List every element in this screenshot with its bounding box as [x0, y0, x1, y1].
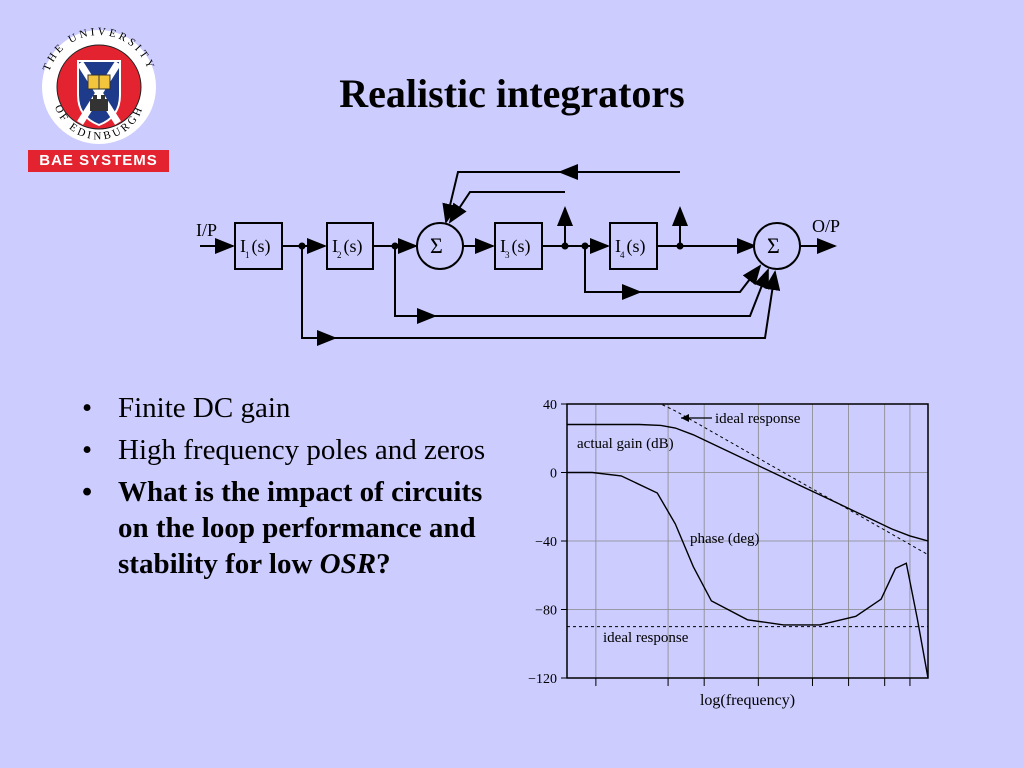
block-1-label: I1(s)	[240, 236, 271, 260]
integrator-block-2	[326, 222, 374, 270]
summing-junction-1	[416, 222, 464, 270]
bullet-item: Finite DC gain	[80, 390, 510, 426]
annotation-ideal-top: ideal response	[715, 411, 801, 427]
y-tick-label: −80	[535, 604, 557, 619]
integrator-block-4	[609, 222, 658, 270]
series-line-1	[655, 404, 928, 556]
block-4-label: I4(s)	[615, 236, 646, 260]
bullet-item: High frequency poles and zeros	[80, 432, 510, 468]
integrator-block-1	[234, 222, 283, 270]
page-title: Realistic integrators	[339, 71, 685, 116]
summing-junction-2	[753, 222, 801, 270]
x-axis-label: log(frequency)	[700, 692, 795, 709]
y-tick-label: −40	[535, 535, 557, 550]
annotation-phase: phase (deg)	[690, 531, 760, 547]
series-line-0	[567, 423, 928, 542]
integrator-block-3	[494, 222, 543, 270]
block-2-label: I2(s)	[332, 236, 363, 260]
sum-symbol-1: Σ	[430, 233, 443, 258]
integrator-block-diagram: I/P O/P I1(s) I2(s) I3(s) I4(s) Σ Σ	[196, 164, 840, 346]
bullet-list: Finite DC gain High frequency poles and …	[80, 390, 510, 588]
bae-systems-badge: BAE SYSTEMS	[28, 150, 169, 172]
y-tick-label: 0	[550, 467, 557, 482]
sum-symbol-2: Σ	[767, 233, 780, 258]
bullet-item: What is the impact of circuits on the lo…	[80, 474, 510, 582]
frequency-response-chart: 40 0 −40 −80 −120 ideal response actual gain …	[528, 398, 929, 709]
annotation-actual-gain: actual gain (dB)	[577, 436, 674, 452]
university-logo: THE UNIVERSITY OF EDINBURGH	[28, 25, 170, 175]
y-tick-label: 40	[543, 398, 557, 413]
annotation-ideal-bottom: ideal response	[603, 630, 689, 646]
input-label: I/P	[196, 220, 217, 240]
block-3-label: I3(s)	[500, 236, 531, 260]
output-label: O/P	[812, 216, 840, 236]
osr-term: OSR	[319, 548, 377, 580]
y-tick-label: −120	[528, 672, 557, 687]
series-line-2	[567, 471, 928, 678]
